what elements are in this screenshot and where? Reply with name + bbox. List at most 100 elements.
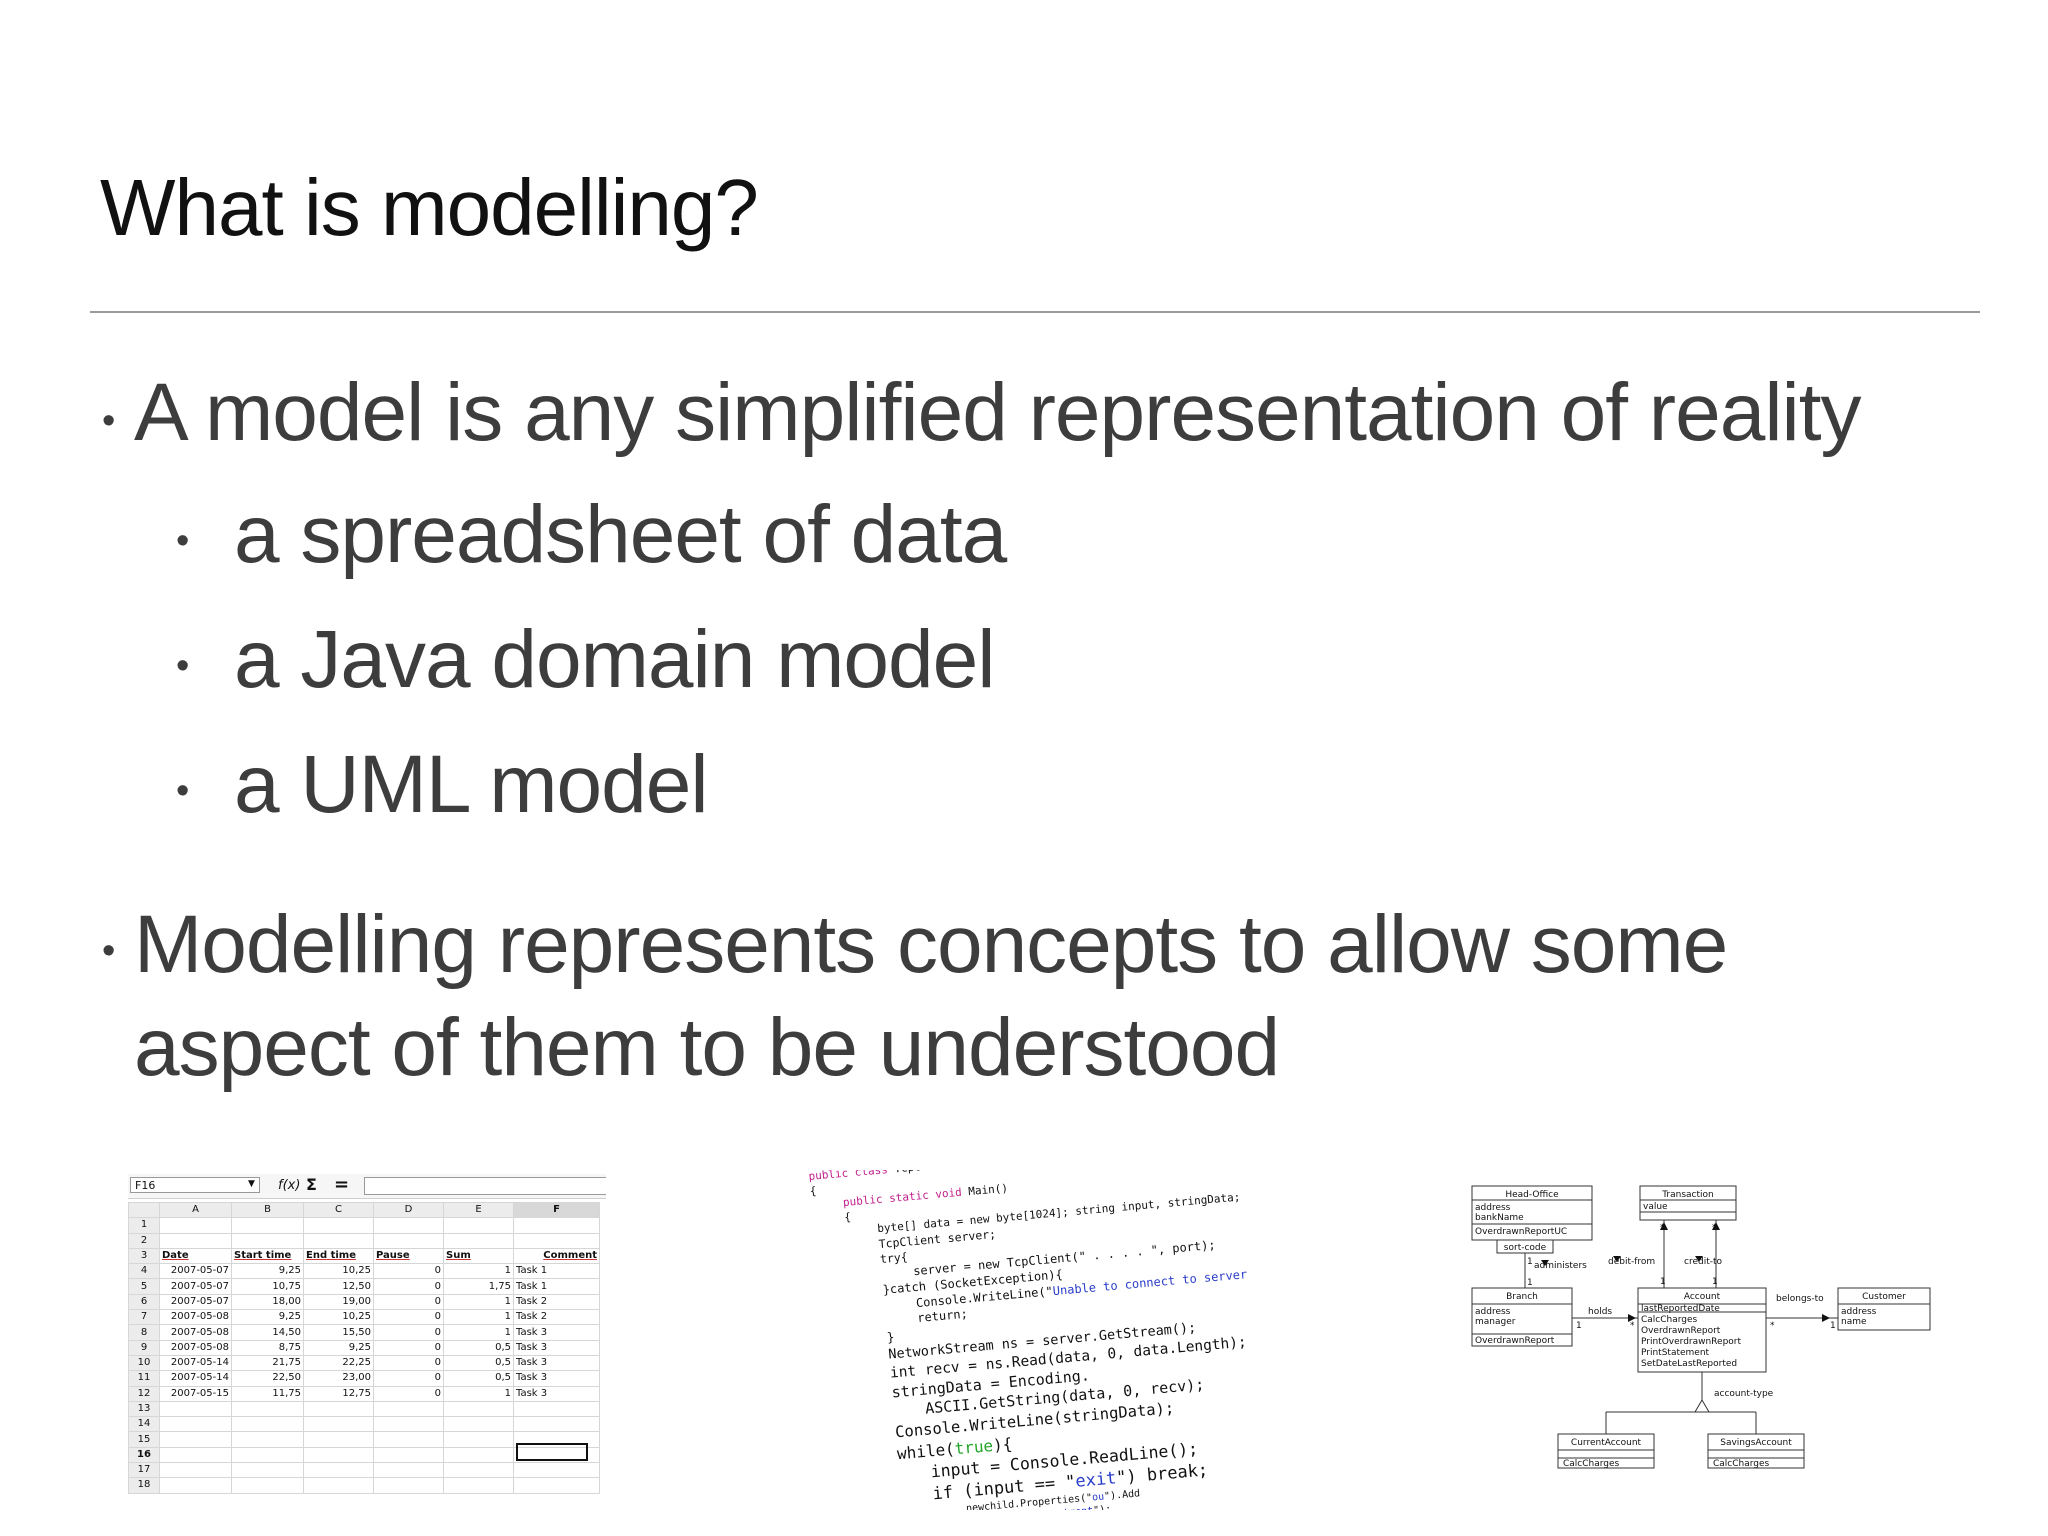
data-cell: Task 2: [513, 1309, 600, 1326]
empty-cell: [373, 1446, 444, 1464]
data-cell: 0,5: [443, 1339, 514, 1356]
empty-cell: [373, 1232, 444, 1249]
data-cell: 21,75: [231, 1354, 304, 1372]
uml-class-name: Transaction: [1661, 1190, 1714, 1200]
data-cell: 0: [373, 1339, 444, 1356]
uml-multiplicity: *: [1630, 1321, 1635, 1331]
column-header: E: [443, 1201, 514, 1219]
uml-class-name: Head-Office: [1505, 1190, 1559, 1200]
uml-class-name: Account: [1684, 1292, 1721, 1302]
data-cell: 9,25: [231, 1309, 304, 1326]
empty-cell: [513, 1400, 600, 1418]
column-header: D: [373, 1201, 444, 1219]
data-cell: 18,00: [231, 1293, 304, 1311]
uml-assoc-label: credit-to: [1684, 1257, 1723, 1267]
uml-multiplicity: 1: [1660, 1277, 1666, 1287]
data-cell: 10,25: [303, 1263, 374, 1280]
empty-cell: [443, 1232, 514, 1249]
uml-attr: address: [1841, 1307, 1877, 1317]
data-cell: 1: [443, 1293, 514, 1311]
uml-class-name: CurrentAccount: [1571, 1438, 1642, 1448]
header-cell: Pause: [373, 1247, 444, 1265]
empty-cell: [443, 1462, 514, 1479]
empty-cell: [303, 1446, 374, 1464]
uml-multiplicity: *: [1770, 1321, 1775, 1331]
data-cell: 10,75: [231, 1278, 304, 1295]
data-cell: 0: [373, 1385, 444, 1402]
row-header: 16: [128, 1446, 160, 1464]
data-cell: 1: [443, 1309, 514, 1326]
sub-bullet-uml: a UML model: [234, 739, 709, 830]
empty-cell: [513, 1462, 600, 1479]
table-row: 18: [128, 1477, 600, 1494]
column-header: A: [159, 1201, 232, 1219]
data-cell: 14,50: [231, 1324, 304, 1341]
code-token: ");: [1093, 1504, 1112, 1510]
data-cell: 9,25: [303, 1339, 374, 1356]
header-cell: End time: [303, 1247, 374, 1265]
column-header: B: [231, 1201, 304, 1219]
uml-multiplicity: 1: [1830, 1321, 1836, 1331]
empty-cell: [373, 1462, 444, 1479]
empty-cell: [231, 1416, 304, 1433]
bullet-main-2-line1: Modelling represents concepts to allow s…: [134, 899, 1728, 990]
empty-cell: [303, 1477, 374, 1494]
data-cell: 1: [443, 1385, 514, 1402]
data-cell: 0: [373, 1309, 444, 1326]
empty-cell: [159, 1477, 232, 1494]
empty-cell: [231, 1400, 304, 1418]
code-token: ").Add: [1103, 1488, 1141, 1503]
data-cell: Task 3: [513, 1370, 600, 1387]
formula-bar: F16 ▼ f(x) Σ =: [128, 1174, 606, 1199]
row-header: 4: [128, 1263, 160, 1280]
empty-cell: [513, 1416, 600, 1433]
code-token: true: [953, 1435, 994, 1458]
code-listing: public class TcpClientSample{public stat…: [808, 1170, 1248, 1510]
code-token: }: [886, 1329, 896, 1345]
data-cell: 22,25: [303, 1354, 374, 1372]
uml-multiplicity: *: [1660, 1223, 1665, 1233]
uml-op: CalcCharges: [1713, 1459, 1770, 1469]
selected-cell: [516, 1443, 588, 1461]
data-cell: 19,00: [303, 1293, 374, 1311]
sub-bullet-dot: •: [176, 520, 190, 562]
corner-cell: [128, 1201, 160, 1219]
header-cell: Date: [159, 1247, 232, 1265]
data-cell: 2007-05-07: [159, 1263, 232, 1280]
uml-op: PrintStatement: [1641, 1348, 1710, 1358]
empty-cell: [443, 1431, 514, 1448]
data-cell: 0: [373, 1293, 444, 1311]
data-cell: 2007-05-08: [159, 1339, 232, 1356]
empty-cell: [159, 1416, 232, 1433]
uml-class-name: Customer: [1862, 1292, 1906, 1302]
data-cell: 22,50: [231, 1370, 304, 1387]
data-cell: 2007-05-14: [159, 1370, 232, 1387]
row-header: 6: [128, 1293, 160, 1311]
empty-cell: [513, 1477, 600, 1494]
uml-op: CalcCharges: [1641, 1315, 1698, 1325]
uml-assoc-label: account-type: [1714, 1389, 1774, 1399]
data-cell: 15,50: [303, 1324, 374, 1341]
sub-bullet-dot: •: [176, 645, 190, 687]
empty-cell: [373, 1431, 444, 1448]
data-cell: Task 3: [513, 1385, 600, 1402]
row-header: 11: [128, 1370, 160, 1387]
data-cell: 1,75: [443, 1278, 514, 1295]
empty-cell: [443, 1400, 514, 1418]
code-token: Main(): [967, 1181, 1009, 1199]
cell-reference-box: F16: [130, 1177, 260, 1193]
empty-cell: [303, 1416, 374, 1433]
row-header: 5: [128, 1278, 160, 1295]
empty-cell: [231, 1477, 304, 1494]
table-row: 17: [128, 1462, 600, 1479]
data-cell: 9,25: [231, 1263, 304, 1280]
empty-cell: [443, 1446, 514, 1464]
